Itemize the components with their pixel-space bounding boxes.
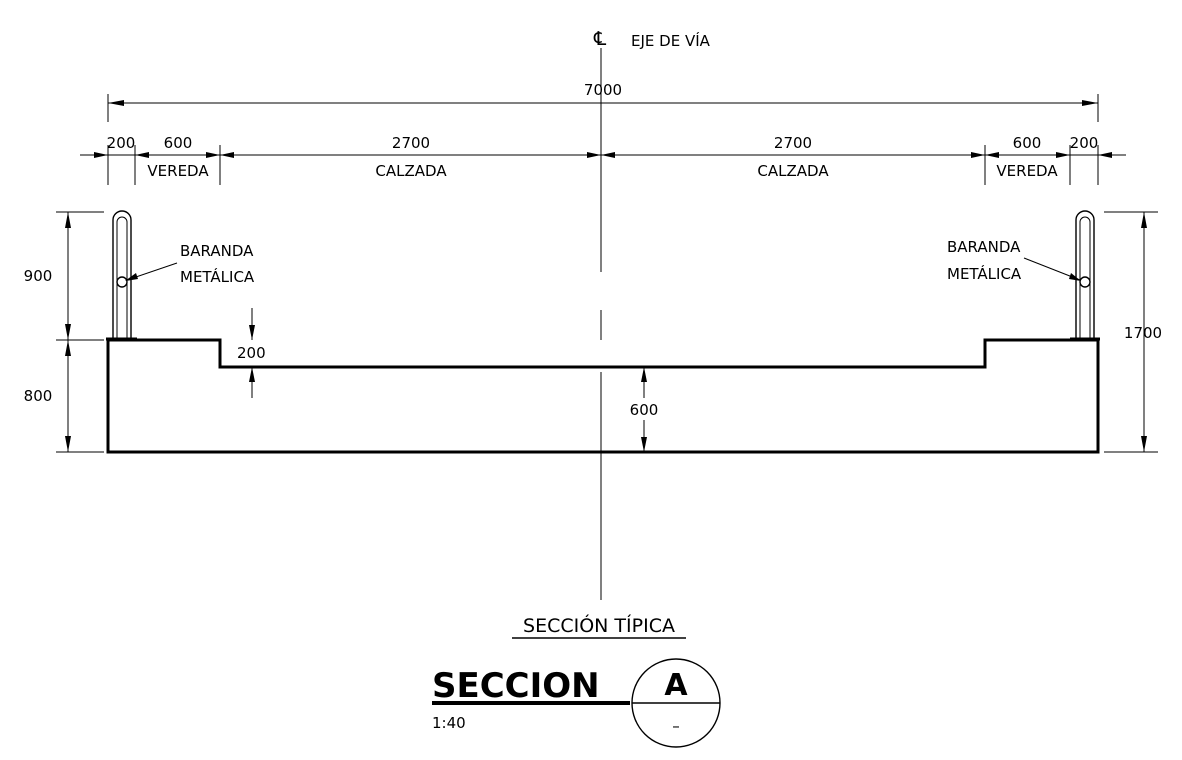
- left-railing: [106, 210, 137, 341]
- right-vertical-dimension: [1104, 211, 1158, 453]
- left-railing-label-line2: METÁLICA: [180, 267, 255, 286]
- section-scale: 1:40: [432, 714, 466, 732]
- section-letter: A: [664, 668, 688, 703]
- deck-height-value: 800: [24, 387, 53, 405]
- right-road-label: CALZADA: [757, 162, 829, 180]
- right-railing: [1070, 210, 1100, 341]
- left-vertical-dimension: [56, 211, 104, 453]
- left-road-label: CALZADA: [375, 162, 447, 180]
- right-sidewalk-width: 600: [1013, 134, 1042, 152]
- left-sidewalk-width: 600: [164, 134, 193, 152]
- total-height-value: 1700: [1124, 324, 1162, 342]
- left-railing-width: 200: [107, 134, 136, 152]
- right-sidewalk-label: VEREDA: [996, 162, 1058, 180]
- left-sidewalk-label: VEREDA: [147, 162, 209, 180]
- left-railing-label-line1: BARANDA: [180, 242, 254, 260]
- section-title: SECCION: [432, 666, 600, 706]
- section-bubble: [631, 658, 721, 748]
- centerline-symbol: ℄: [593, 28, 607, 50]
- segment-dimension-line: [80, 145, 1126, 185]
- right-road-width: 2700: [774, 134, 812, 152]
- section-sheet-ref: –: [672, 717, 680, 735]
- right-railing-leader: [1023, 257, 1081, 281]
- total-width-value: 7000: [584, 81, 622, 99]
- centerline-label: EJE DE VÍA: [631, 31, 711, 50]
- left-railing-leader: [125, 262, 178, 281]
- section-subtitle: SECCIÓN TÍPICA: [523, 613, 675, 637]
- right-railing-label-line2: METÁLICA: [947, 264, 1022, 283]
- left-road-width: 2700: [392, 134, 430, 152]
- curb-height-value: 200: [237, 344, 266, 362]
- right-railing-label-line1: BARANDA: [947, 238, 1021, 256]
- right-railing-width: 200: [1070, 134, 1099, 152]
- curb-height-dimension: [225, 308, 262, 398]
- railing-height-value: 900: [24, 267, 53, 285]
- total-width-dimension: [107, 94, 1099, 122]
- slab-thickness-value: 600: [630, 401, 659, 419]
- deck-outline: [106, 338, 1100, 454]
